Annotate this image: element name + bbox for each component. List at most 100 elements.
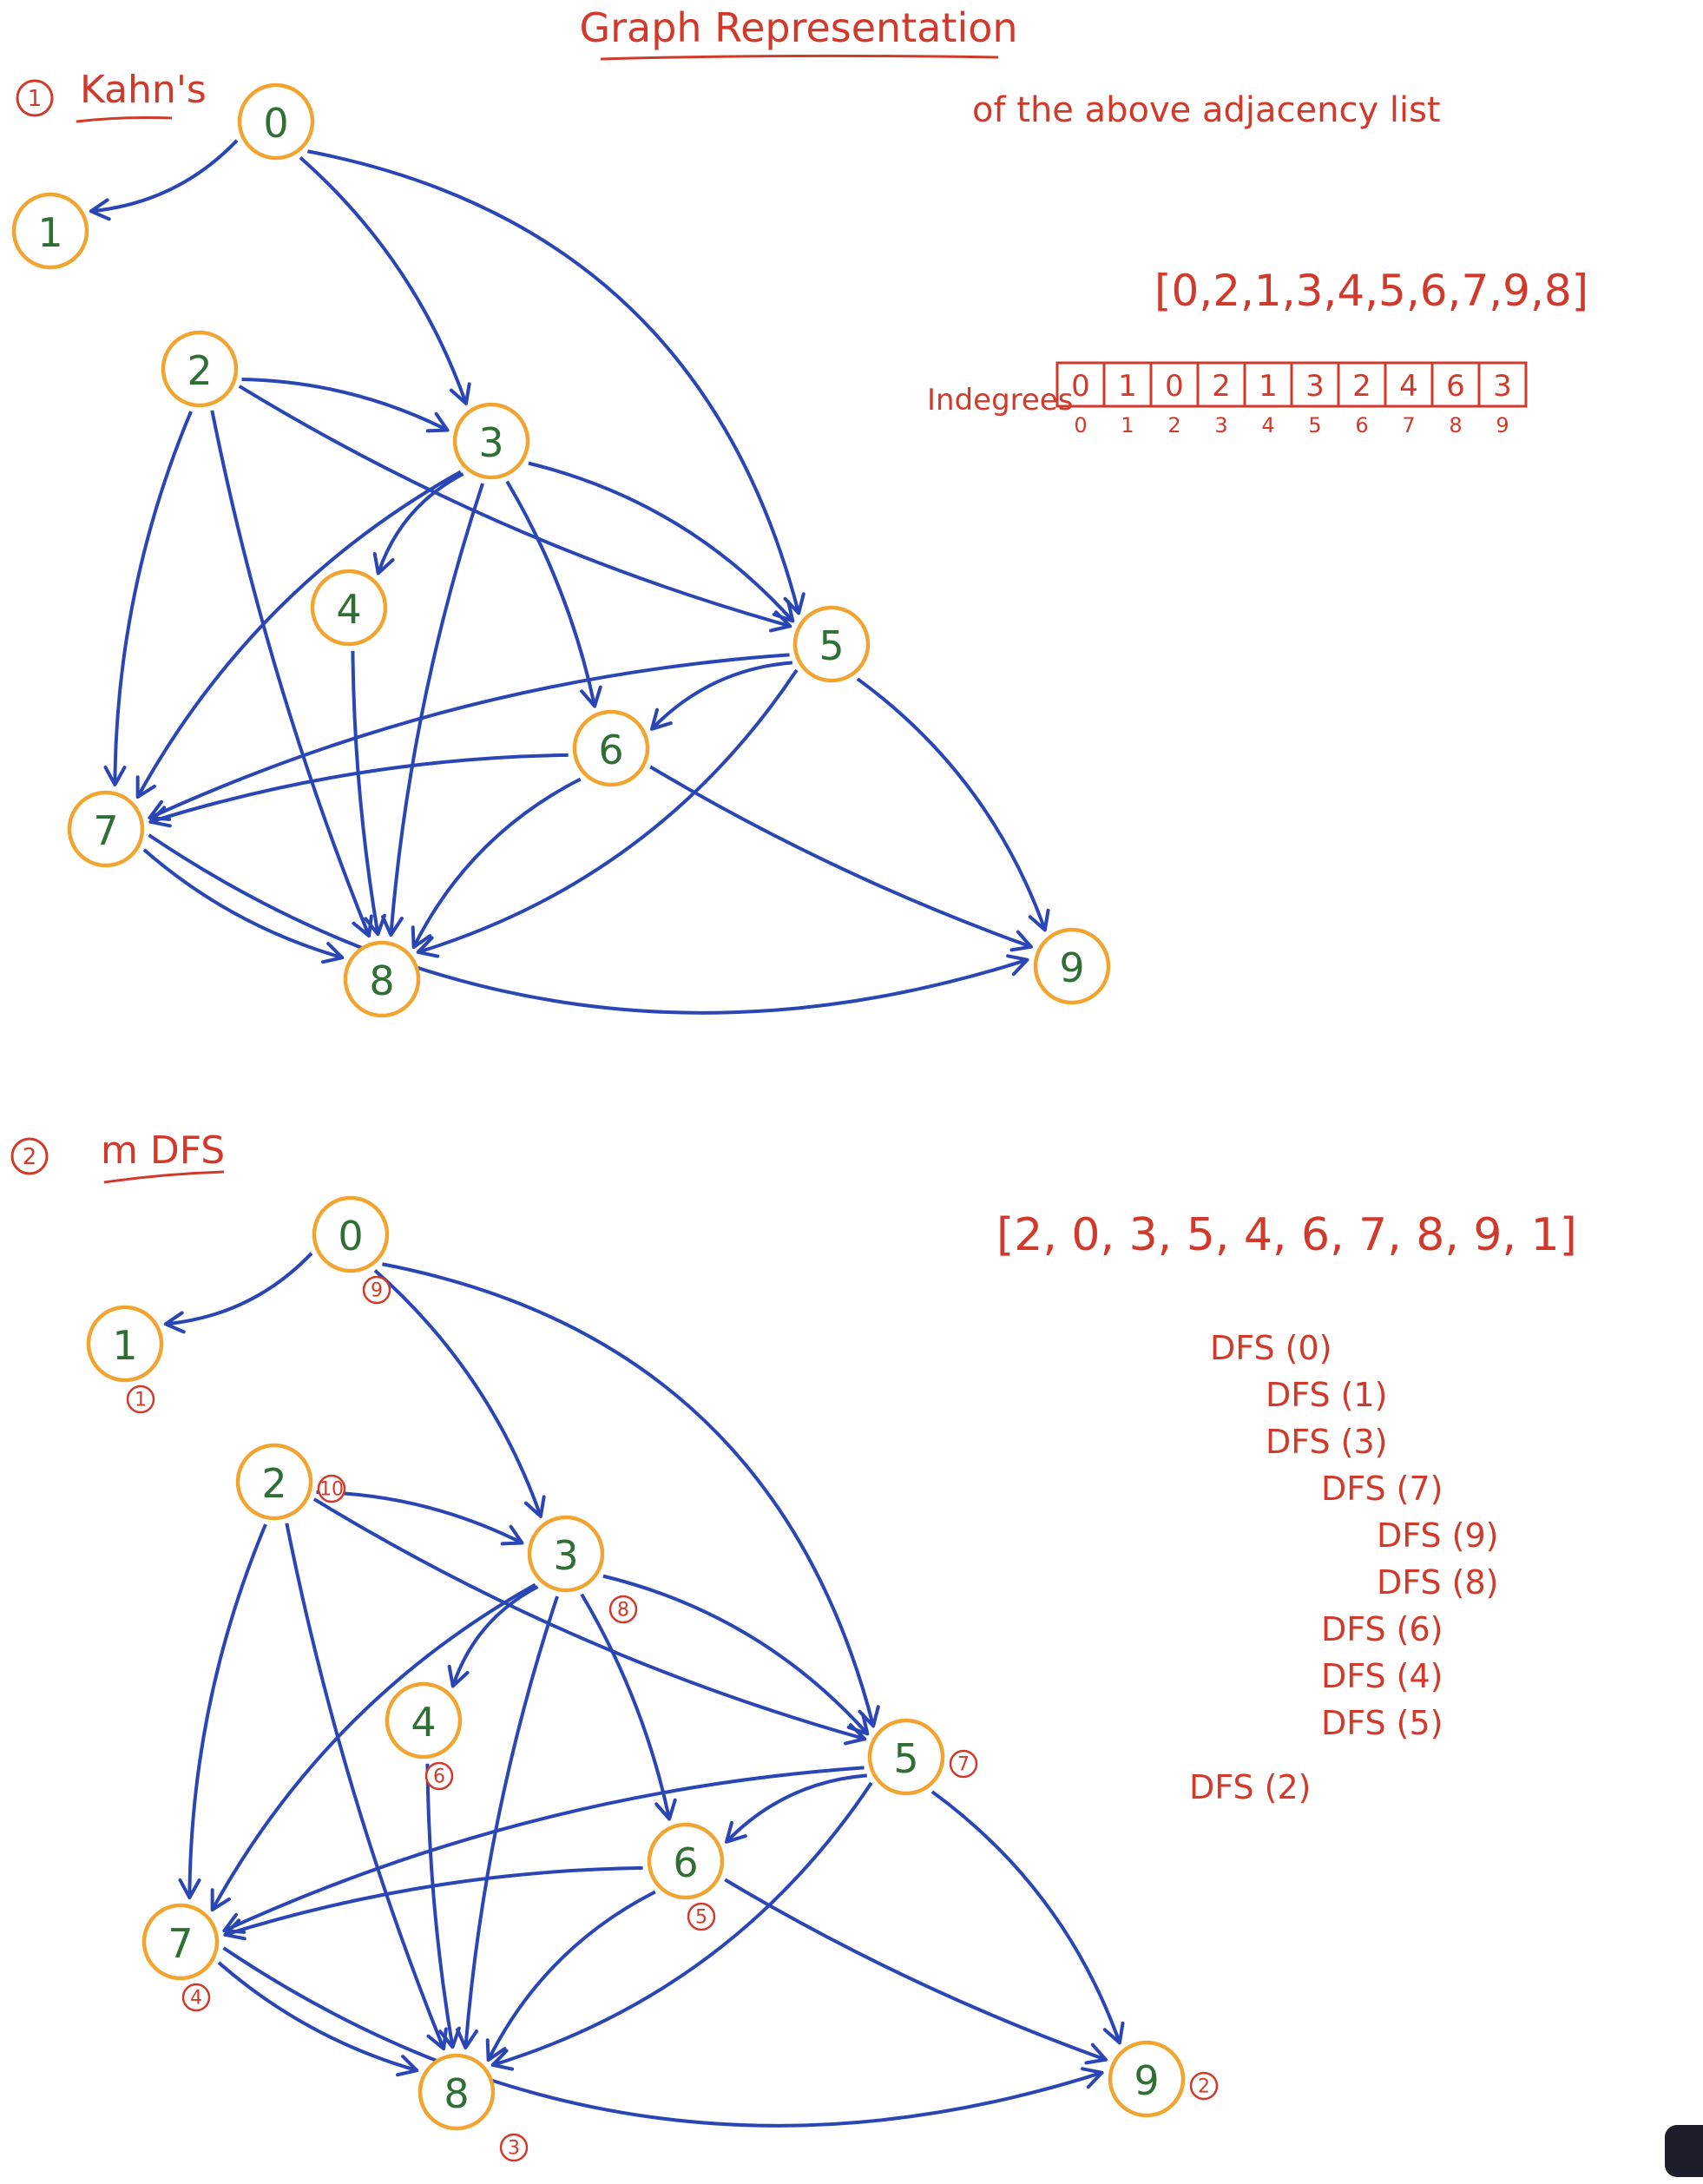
g1-node-2[interactable]: 2 [161,330,239,408]
dfs-trace-line: DFS (0) [1210,1329,1331,1367]
g2-edge-5-8 [490,1781,873,2071]
g1-node-4[interactable]: 4 [310,569,388,647]
g2-edge-6-8 [485,1890,656,2062]
edge-path [187,1523,267,1898]
g1-node-9[interactable]: 9 [1033,927,1111,1005]
section-2-marker-circle [10,1137,49,1175]
finish-order-badge: 5 [687,1902,716,1931]
edge-path [856,677,1047,931]
indegree-value: 2 [1212,369,1231,404]
arrowhead [650,707,673,731]
edge-path [113,411,193,786]
arrowhead [425,411,450,433]
arrowhead [396,2055,419,2077]
edge-path [930,1790,1121,2044]
arrowhead [321,942,345,964]
g1-node-0[interactable]: 0 [237,82,315,161]
node-circle [67,790,145,868]
arrowhead [1081,2067,1104,2089]
node-label: 8 [444,2070,469,2117]
node-circle [310,569,388,647]
g1-node-6[interactable]: 6 [572,709,650,787]
g2-edge-3-4 [447,1585,539,1688]
finish-order-label: 6 [433,1766,445,1788]
g1-node-3[interactable]: 3 [452,402,530,480]
edge-path [724,1878,1107,2062]
dfs-trace-line: DFS (4) [1321,1657,1443,1695]
finish-order-badge: 9 [362,1275,391,1305]
node-label: 5 [893,1735,918,1782]
edge-path [210,410,371,937]
corner-toolbar-button[interactable] [1665,2125,1703,2177]
g1-node-7[interactable]: 7 [67,790,145,868]
edge-path [148,653,790,819]
node-circle [527,1515,605,1593]
arrowhead [580,685,602,708]
edge-path [148,833,1029,1015]
indegree-cell: 14 [1243,363,1278,437]
indegree-cell: 00 [1071,369,1090,437]
g1-edge-6-9 [649,765,1033,952]
g1-node-1[interactable]: 1 [11,192,89,270]
g2-edge-3-6 [580,1593,677,1821]
g1-edge-5-6 [650,661,792,731]
indegree-cell: 68 [1430,363,1465,437]
indegree-cell: 02 [1149,363,1184,437]
arrowhead [654,1798,677,1821]
node-circle [452,402,530,480]
indegree-index: 0 [1074,413,1087,437]
arrowhead [364,913,386,937]
finish-order-badge: 4 [181,1983,211,2012]
g1-edge-3-6 [505,480,602,708]
edge-path [165,1252,313,1326]
g1-edge-0-3 [299,155,471,405]
edge-path [382,1262,876,1727]
g2-node-8[interactable]: 83 [418,2053,529,2162]
finish-order-label: 2 [1198,2076,1210,2098]
finish-order-circle [499,2133,529,2162]
node-label: 9 [1134,2057,1159,2104]
node-circle [11,192,89,270]
edge-path [90,139,239,214]
arrowhead [1084,2043,1108,2065]
g2-node-0[interactable]: 09 [312,1195,391,1305]
g2-node-1[interactable]: 11 [86,1305,164,1414]
graph-2-edges [163,1252,1125,2128]
arrowhead [447,1665,470,1688]
g2-edge-3-7 [210,1582,536,1912]
indegree-value: 0 [1165,369,1184,404]
indegree-index: 9 [1496,413,1509,437]
finish-order-circle [317,1474,346,1503]
g1-edge-3-5 [528,461,795,623]
dfs-call-trace: DFS (0)DFS (1)DFS (3)DFS (7)DFS (9)DFS (… [1189,1329,1498,1806]
node-label: 0 [263,100,288,147]
edge-path [528,461,794,622]
node-label: 8 [369,957,394,1004]
node-label: 1 [112,1322,137,1369]
g2-node-4[interactable]: 46 [385,1681,463,1791]
g2-node-3[interactable]: 38 [527,1515,638,1624]
g1-edge-3-7 [135,470,462,799]
edge-path [411,777,582,948]
arrowhead [416,936,440,958]
g1-node-8[interactable]: 8 [343,940,421,1018]
finish-order-label: 9 [371,1280,383,1302]
finish-order-label: 4 [190,1988,202,2010]
indegree-value: 3 [1493,369,1512,404]
node-label: 4 [336,586,361,633]
indegree-value: 6 [1446,369,1465,404]
arrowhead [490,2049,515,2071]
g1-node-5[interactable]: 5 [792,605,871,683]
edge-path [312,1497,865,1741]
arrowhead [411,925,432,950]
indegree-index: 1 [1121,413,1134,437]
node-circle [1033,927,1111,1005]
g2-node-6[interactable]: 65 [647,1822,725,1931]
g2-node-7[interactable]: 74 [141,1903,220,2012]
node-label: 0 [338,1213,363,1260]
g2-edge-0-3 [373,1268,546,1518]
